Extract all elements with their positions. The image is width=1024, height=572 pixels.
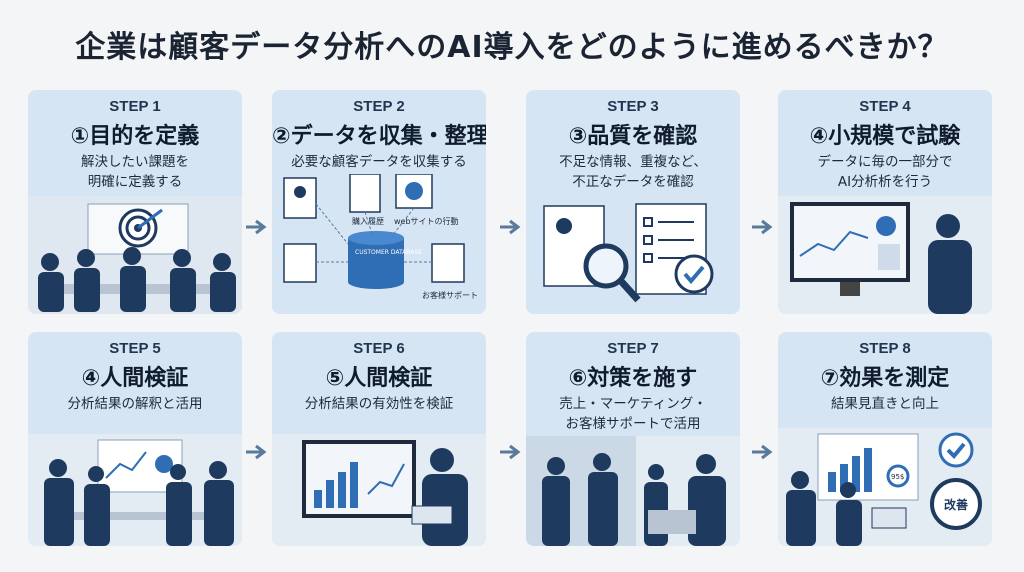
database-icon: CUSTOMER DATABASE bbox=[348, 231, 422, 289]
arrow-right-icon bbox=[246, 444, 267, 460]
arrow-right-icon bbox=[752, 444, 773, 460]
desc-line: 分析結果の有効性を検証 bbox=[304, 396, 454, 412]
team-review-illustration bbox=[28, 434, 242, 546]
step-heading: ⑦効果を測定 bbox=[820, 366, 950, 391]
step-heading: ⑥対策を施す bbox=[568, 366, 698, 391]
step-card-8: STEP 8 ⑦効果を測定 結果見直きと向上 95$ 改善 bbox=[778, 332, 992, 546]
desc-line: 売上・マーケティング・ bbox=[559, 396, 707, 412]
step-card-4: STEP 4 ④小規模で試験 データに毎の一部分で AI分析析を行う bbox=[778, 90, 992, 314]
pilot-analysis-illustration bbox=[778, 196, 992, 314]
step-label: STEP 6 bbox=[353, 340, 405, 357]
checkmark-icon bbox=[674, 254, 714, 294]
desc-line: 不足な情報、重複など、 bbox=[559, 154, 707, 170]
desc-line: 不正なデータを確認 bbox=[572, 174, 694, 190]
arrow-right-icon bbox=[246, 219, 267, 235]
step-heading: ④人間検証 bbox=[81, 366, 189, 391]
check-badge-icon bbox=[938, 432, 974, 468]
measure-effect-illustration: 95$ 改善 bbox=[778, 428, 992, 546]
target-icon bbox=[118, 208, 163, 248]
arrow-right-icon bbox=[500, 444, 521, 460]
step-label: STEP 7 bbox=[607, 340, 659, 357]
step-description: 不足な情報、重複など、 不正なデータを確認 bbox=[526, 152, 740, 192]
step-description: 必要な顧客データを収集する bbox=[272, 152, 486, 172]
step-label: STEP 3 bbox=[607, 98, 659, 115]
step-description: 結果見直きと向上 bbox=[778, 394, 992, 414]
purchase-label: 購入履歴 bbox=[352, 216, 384, 226]
step-card-3: STEP 3 ③品質を確認 不足な情報、重複など、 不正なデータを確認 bbox=[526, 90, 740, 314]
desc-line: お客様サポートで活用 bbox=[565, 416, 701, 432]
step-description: 分析結果の解釈と活用 bbox=[28, 394, 242, 414]
desc-line: 必要な顧客データを収集する bbox=[291, 154, 467, 170]
data-collection-illustration: 購入履歴 webサイトの行動 CUSTOMER DATABASE お客様サポート bbox=[272, 174, 486, 314]
desc-line: データに毎の一部分で bbox=[817, 154, 953, 170]
step-card-1: STEP 1 ①目的を定義 解決したい課題を 明確に定義する bbox=[28, 90, 242, 314]
desc-line: 解決したい課題を bbox=[81, 154, 189, 170]
desc-line: 結果見直きと向上 bbox=[831, 396, 939, 412]
quality-check-illustration bbox=[526, 196, 740, 314]
step-description: 分析結果の有効性を検証 bbox=[272, 394, 486, 414]
arrow-right-icon bbox=[500, 219, 521, 235]
step-heading: ④小規模で試験 bbox=[809, 124, 961, 149]
step-card-6: STEP 6 ⑤人間検証 分析結果の有効性を検証 bbox=[272, 332, 486, 546]
step-label: STEP 1 bbox=[109, 98, 161, 115]
magnifier-icon bbox=[583, 243, 641, 303]
desc-line: 明確に定義する bbox=[87, 174, 183, 190]
step-label: STEP 2 bbox=[353, 98, 405, 115]
validation-illustration bbox=[272, 434, 486, 546]
support-label: お客様サポート bbox=[422, 290, 478, 300]
step-card-5: STEP 5 ④人間検証 分析結果の解釈と活用 bbox=[28, 332, 242, 546]
page-title: 企業は顧客データ分析へのAI導入をどのように進めるべきか？ bbox=[75, 30, 949, 65]
database-label: CUSTOMER DATABASE bbox=[355, 249, 422, 256]
percent-label: 95$ bbox=[891, 473, 904, 481]
meeting-illustration bbox=[28, 196, 242, 314]
step-card-2: STEP 2 ②データを収集・整理 必要な顧客データを収集する 購入履歴 web… bbox=[272, 90, 486, 314]
arrow-right-icon bbox=[752, 219, 773, 235]
step-heading: ③品質を確認 bbox=[568, 124, 698, 149]
step-heading: ②データを収集・整理 bbox=[272, 124, 486, 149]
desc-line: 分析結果の解釈と活用 bbox=[67, 396, 203, 412]
improve-label: 改善 bbox=[944, 497, 968, 512]
web-label: webサイトの行動 bbox=[394, 216, 459, 226]
improve-cycle-icon: 改善 bbox=[930, 478, 982, 530]
step-heading: ①目的を定義 bbox=[70, 124, 200, 149]
step-card-7: STEP 7 ⑥対策を施す 売上・マーケティング・ お客様サポートで活用 bbox=[526, 332, 740, 546]
action-illustration bbox=[526, 436, 740, 546]
step-description: 売上・マーケティング・ お客様サポートで活用 bbox=[526, 394, 740, 434]
step-label: STEP 8 bbox=[859, 340, 911, 357]
step-description: データに毎の一部分で AI分析析を行う bbox=[778, 152, 992, 192]
step-heading: ⑤人間検証 bbox=[325, 366, 433, 391]
step-label: STEP 5 bbox=[109, 340, 161, 357]
step-description: 解決したい課題を 明確に定義する bbox=[28, 152, 242, 192]
step-label: STEP 4 bbox=[859, 98, 911, 115]
desc-line: AI分析析を行う bbox=[837, 174, 933, 190]
